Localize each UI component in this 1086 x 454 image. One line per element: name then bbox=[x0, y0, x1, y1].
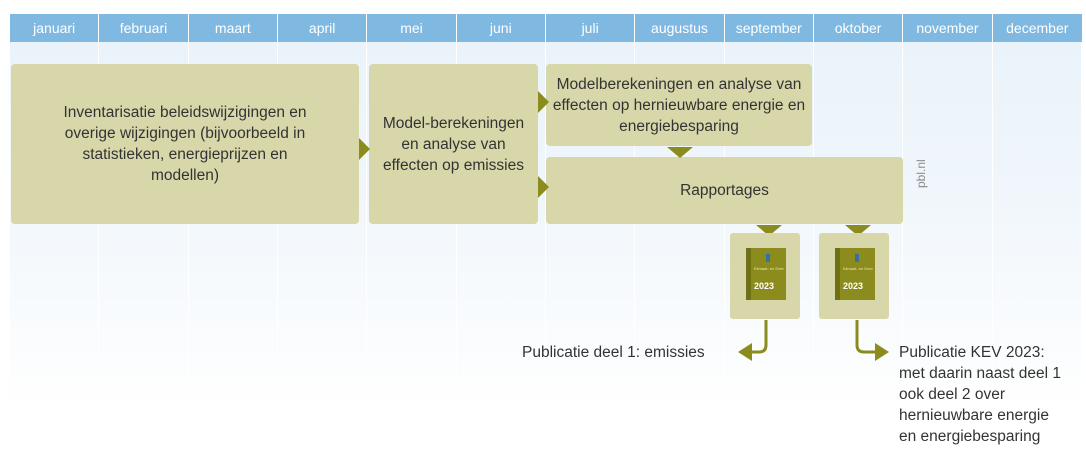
arrow-right-icon bbox=[538, 91, 549, 113]
month-label: november bbox=[903, 14, 993, 42]
report-cover-1: Klimaat- en Energieverkenning 2023 bbox=[730, 233, 800, 319]
month-label: februari bbox=[99, 14, 189, 42]
month-column bbox=[903, 42, 993, 412]
book-year: 2023 bbox=[843, 281, 864, 291]
month-label: april bbox=[277, 14, 368, 42]
month-label: januari bbox=[10, 14, 100, 42]
month-label: oktober bbox=[813, 14, 904, 42]
publicatie-kev-label: Publicatie KEV 2023: met daarin naast de… bbox=[899, 342, 1061, 447]
month-label: juli bbox=[545, 14, 636, 42]
arrow-right-icon bbox=[875, 343, 889, 361]
book-year: 2023 bbox=[754, 281, 775, 291]
inventarisatie-box: Inventarisatie beleidswijzigingen en ove… bbox=[11, 64, 359, 224]
month-label: augustus bbox=[635, 14, 725, 42]
connector-kev bbox=[855, 320, 875, 354]
month-label: mei bbox=[367, 14, 457, 42]
month-column bbox=[992, 42, 1082, 412]
rapportages-text: Rapportages bbox=[680, 182, 769, 199]
arrow-down-icon bbox=[845, 225, 871, 236]
kev-line: met daarin naast deel 1 bbox=[899, 365, 1061, 382]
month-label: december bbox=[992, 14, 1082, 42]
arrow-down-icon bbox=[756, 225, 782, 236]
inventarisatie-text: Inventarisatie beleidswijzigingen en ove… bbox=[63, 104, 307, 184]
model-emissies-text: Model-berekeningen en analyse van effect… bbox=[382, 114, 525, 174]
kev-line: en energiebesparing bbox=[899, 428, 1041, 445]
book-title: Klimaat- en Energieverkenning bbox=[754, 266, 784, 271]
kev-line: hernieuwbare energie bbox=[899, 407, 1049, 424]
rapportages-box: Rapportages bbox=[546, 157, 903, 224]
month-label: juni bbox=[456, 14, 546, 42]
arrow-left-icon bbox=[738, 343, 752, 361]
book-icon: Klimaat- en Energieverkenning 2023 bbox=[746, 248, 786, 300]
book-icon: Klimaat- en Energieverkenning 2023 bbox=[835, 248, 875, 300]
model-emissies-box: Model-berekeningen en analyse van effect… bbox=[369, 64, 538, 224]
arrow-right-icon bbox=[538, 176, 549, 198]
pbl-watermark: pbl.nl bbox=[914, 159, 928, 188]
connector-deel1 bbox=[752, 320, 768, 354]
book-title: Klimaat- en Energieverkenning bbox=[843, 266, 873, 271]
arrow-down-icon bbox=[667, 147, 693, 158]
model-hernieuwbaar-box: Modelberekeningen en analyse van effecte… bbox=[546, 64, 812, 146]
model-hernieuwbaar-text: Modelberekeningen en analyse van effecte… bbox=[552, 75, 806, 135]
publicatie-deel1-label: Publicatie deel 1: emissies bbox=[522, 344, 705, 361]
month-label: september bbox=[724, 14, 814, 42]
kev-line: Publicatie KEV 2023: bbox=[899, 344, 1045, 361]
month-header: januari februari maart april mei juni ju… bbox=[10, 14, 1082, 42]
arrow-right-icon bbox=[359, 138, 370, 160]
month-label: maart bbox=[188, 14, 278, 42]
report-cover-2: Klimaat- en Energieverkenning 2023 bbox=[819, 233, 889, 319]
kev-line: ook deel 2 over bbox=[899, 386, 1005, 403]
